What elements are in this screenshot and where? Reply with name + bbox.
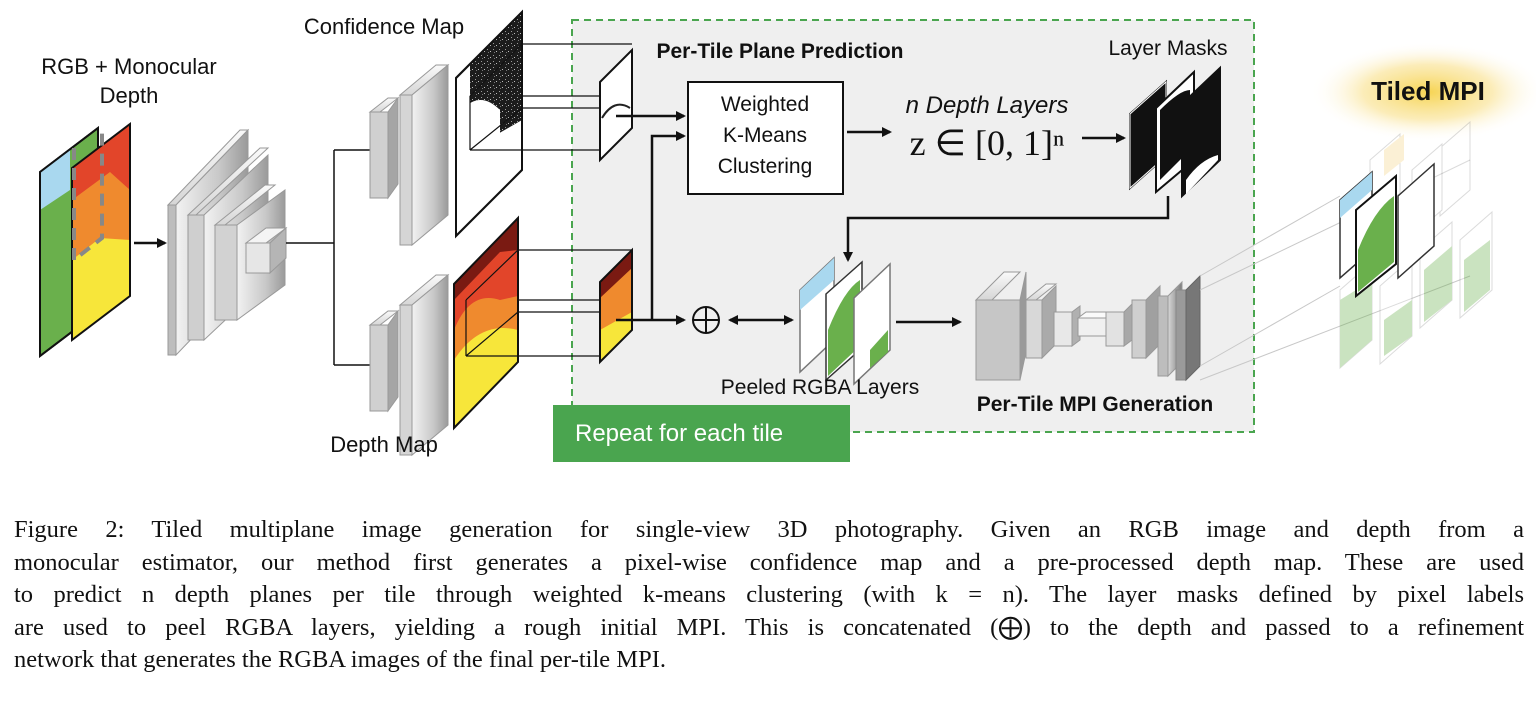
tile-panel — [571, 19, 1255, 433]
peeled-rgba-layers — [799, 256, 891, 386]
depth-map-image — [453, 215, 519, 431]
repeat-label: Repeat for each tile — [575, 419, 784, 447]
depth-decoder — [368, 273, 450, 457]
confidence-crop-lines — [469, 43, 632, 151]
repeat-for-each-tile-badge: Repeat for each tile — [553, 405, 850, 462]
branch-lines — [286, 149, 370, 366]
kmeans-box — [687, 81, 844, 195]
plane-prediction-label: Per-Tile Plane Prediction — [656, 40, 903, 63]
caption-line-4: are used to peel RGBA layers, yielding a… — [14, 613, 1524, 641]
depth-formula: z ∈ [0, 1]ⁿ — [910, 123, 1065, 163]
kmeans-label-line1: Weighted — [721, 93, 809, 116]
rgb-depth-label-line1: RGB + Monocular — [41, 54, 216, 79]
depth-input-image — [71, 121, 131, 343]
tiled-mpi-stack — [1339, 120, 1493, 370]
confidence-map-image — [455, 9, 523, 239]
concat-symbol — [692, 306, 720, 334]
rgb-depth-label-line2: Depth — [100, 83, 159, 108]
tiled-mpi-glow — [1310, 42, 1536, 142]
mpi-generation-network — [974, 271, 1201, 382]
kmeans-label-line3: Clustering — [718, 155, 813, 178]
caption-line-2: monocular estimator, our method first ge… — [14, 548, 1524, 576]
masks-to-peeled-arrow — [843, 196, 1170, 262]
layer-masks-stack — [1129, 65, 1221, 199]
encoder-network — [166, 128, 288, 357]
figure-caption: Figure 2: Tiled multiplane image generat… — [14, 514, 1524, 677]
layer-masks-label: Layer Masks — [1108, 37, 1227, 60]
depth-crop-lines — [465, 249, 632, 357]
n-depth-layers-label: n Depth Layers — [906, 92, 1069, 119]
depth-to-kmeans-arrow — [650, 131, 686, 320]
depth-tile — [599, 247, 633, 365]
mpi-generation-label: Per-Tile MPI Generation — [977, 393, 1214, 416]
caption-line-3: to predict n depth planes per tile throu… — [14, 581, 1524, 608]
tiled-mpi-label: Tiled MPI — [1371, 76, 1485, 106]
pipeline-diagram: RGB + Monocular Depth Confi — [39, 9, 1536, 457]
depth-map-label: Depth Map — [330, 432, 438, 457]
confidence-map-label: Confidence Map — [304, 14, 464, 39]
caption-line-5: network that generates the RGBA images o… — [14, 646, 666, 673]
peeled-layers-label: Peeled RGBA Layers — [721, 376, 919, 399]
caption-line-1: Figure 2: Tiled multiplane image generat… — [14, 516, 1524, 543]
confidence-decoder — [368, 63, 450, 247]
confidence-tile — [599, 47, 633, 163]
kmeans-label-line2: K-Means — [723, 124, 807, 147]
